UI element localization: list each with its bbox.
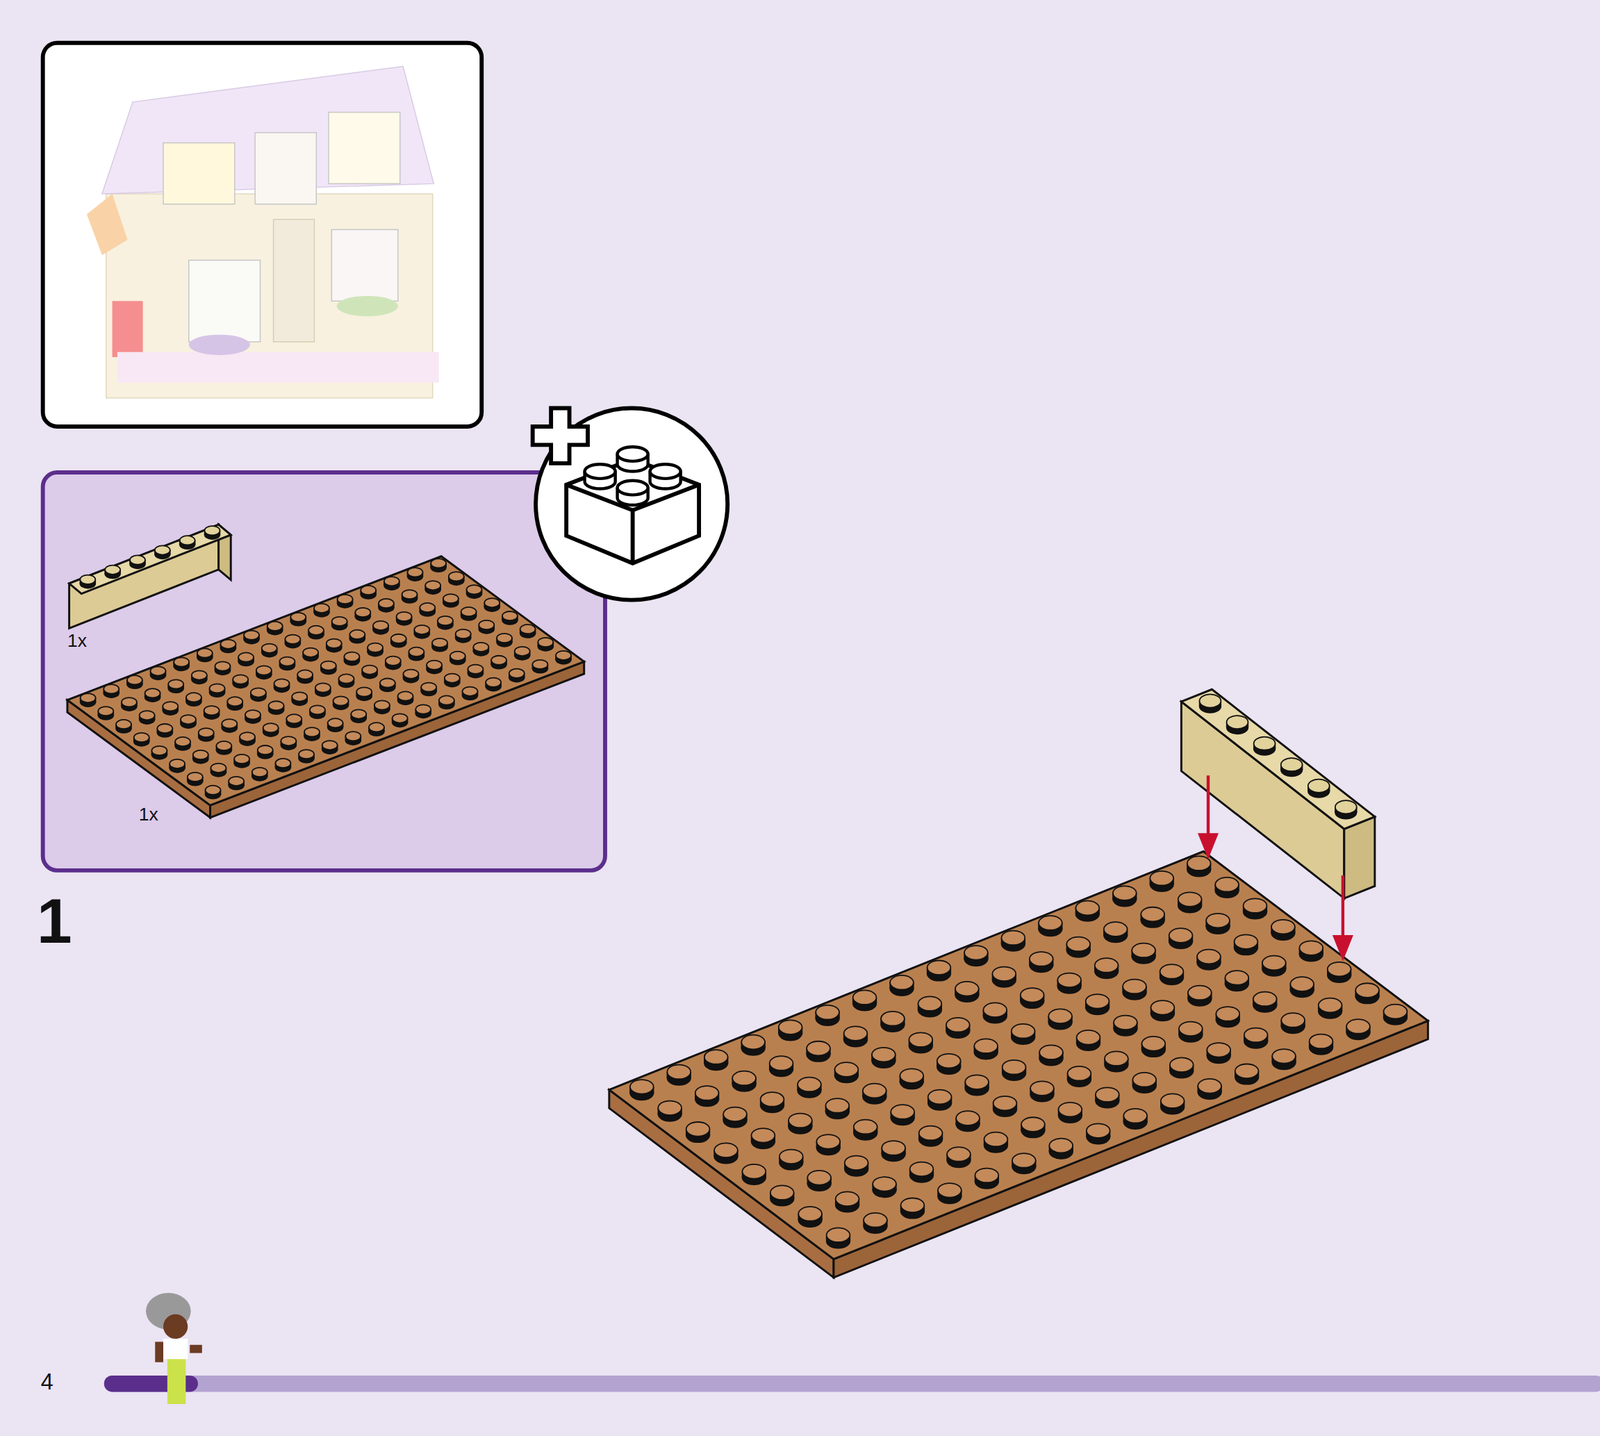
placement-arrows bbox=[1199, 775, 1351, 957]
part-quantity: 1x bbox=[67, 630, 87, 653]
parts-list-illustration bbox=[67, 524, 585, 818]
new-part-icon bbox=[532, 408, 729, 601]
part-quantity: 1x bbox=[138, 803, 159, 826]
preview-box bbox=[43, 43, 483, 427]
step-number: 1 bbox=[36, 889, 73, 954]
minifigure bbox=[145, 1292, 203, 1405]
parts-callout: 1x 1x bbox=[43, 472, 606, 871]
progress-bar bbox=[104, 1375, 1600, 1393]
parts-panel bbox=[43, 472, 606, 871]
build-illustration bbox=[609, 689, 1429, 1278]
page-number: 4 bbox=[40, 1371, 54, 1394]
house-preview bbox=[86, 66, 440, 398]
